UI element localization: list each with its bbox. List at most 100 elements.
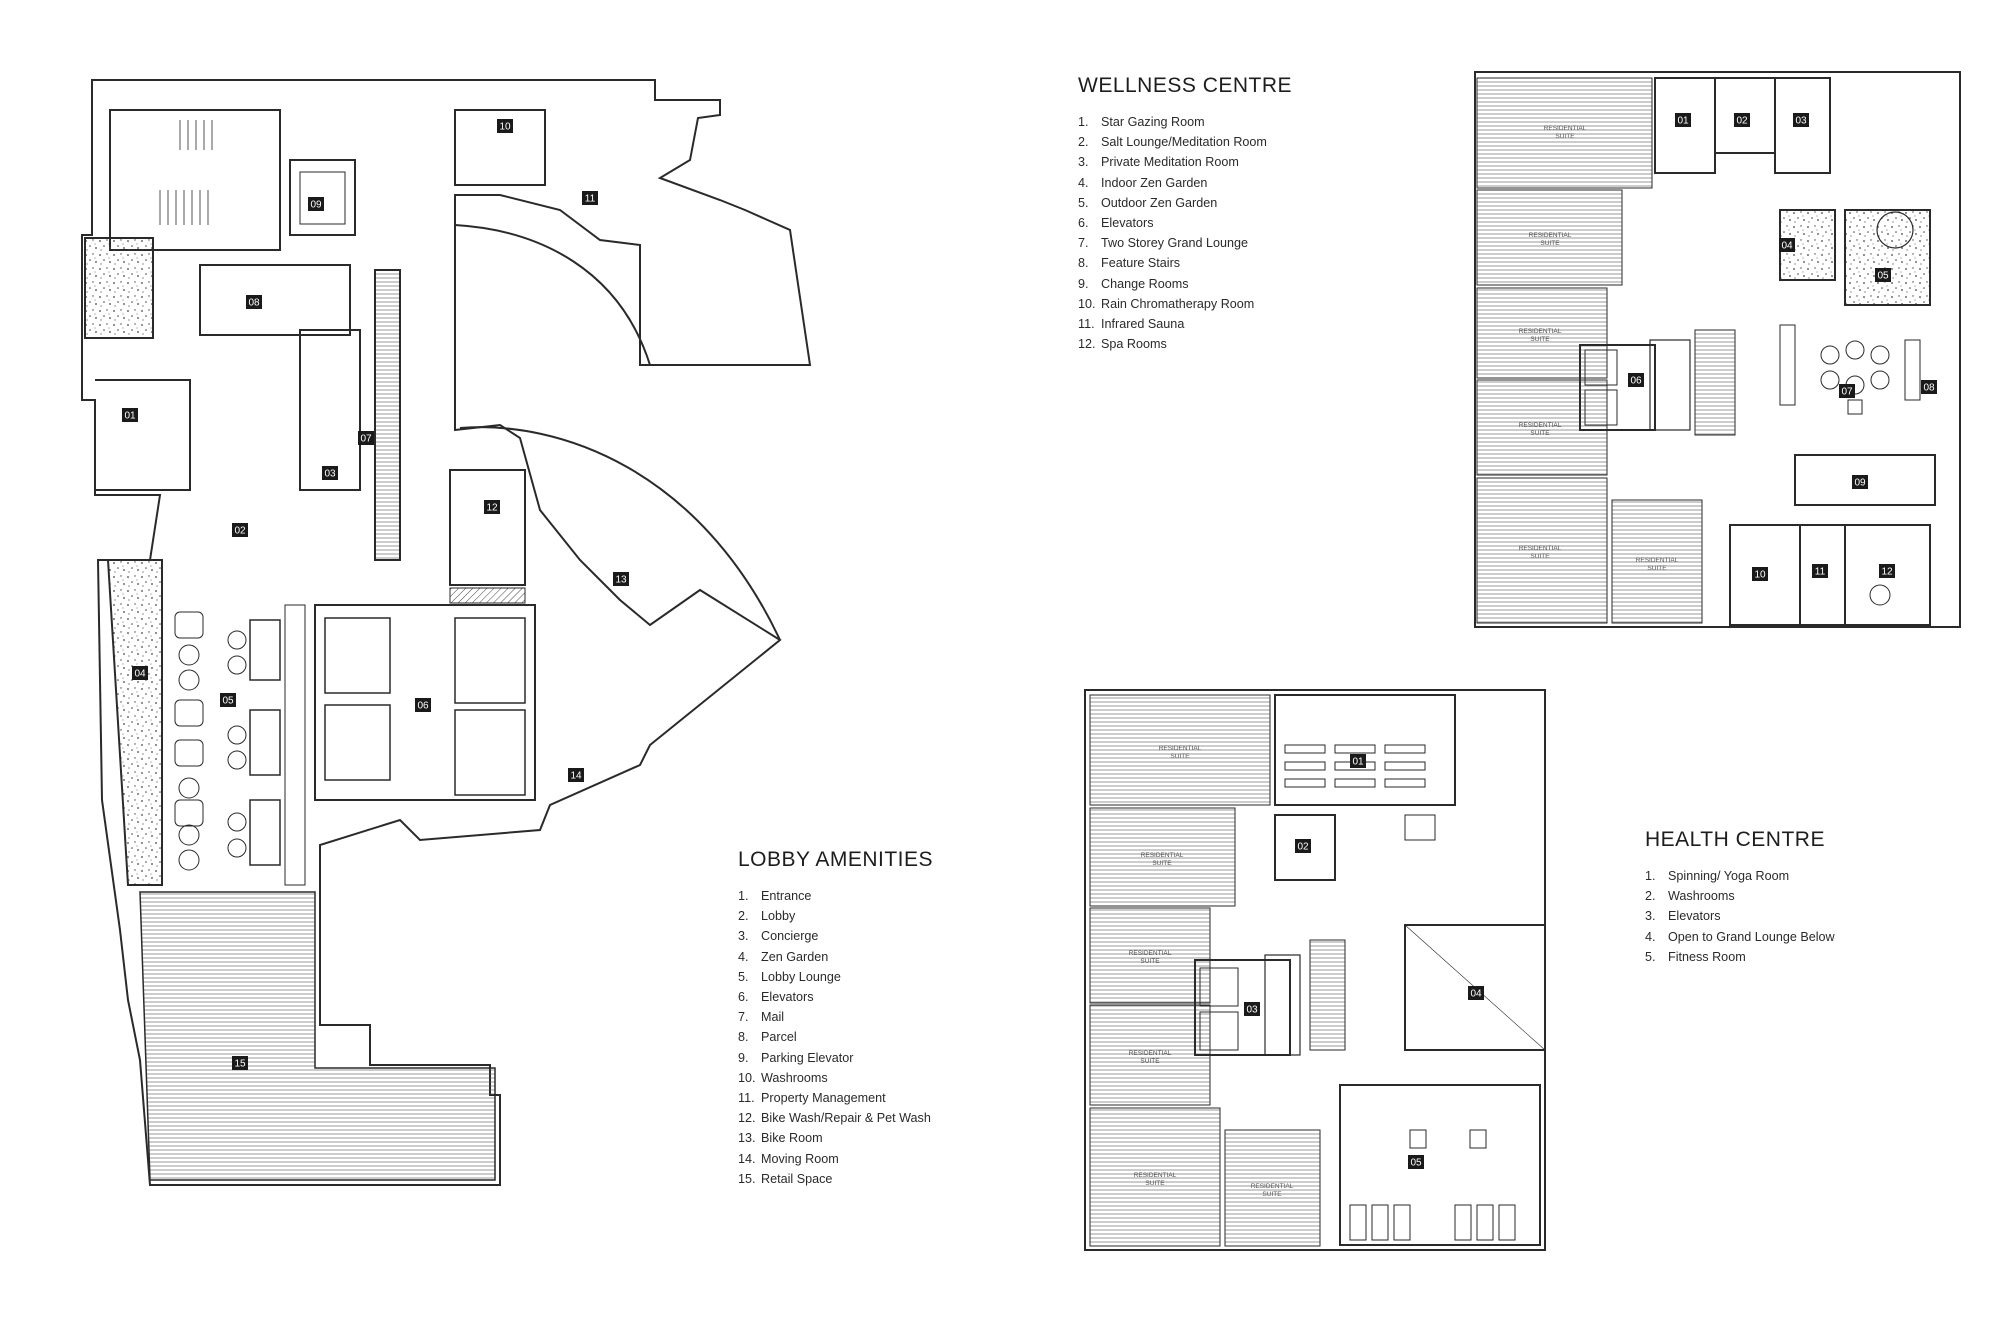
health-legend-item: 1.Spinning/ Yoga Room xyxy=(1645,866,1835,886)
legend-item-number: 11. xyxy=(738,1091,755,1106)
legend-item-label: Star Gazing Room xyxy=(1101,115,1205,129)
lobby-lounge-seating xyxy=(174,604,306,886)
lobby-outer-wall xyxy=(81,79,812,1186)
room-tag-number: 02 xyxy=(1297,842,1309,853)
room-tag-number: 13 xyxy=(615,575,627,586)
room-tag-number: 11 xyxy=(585,194,596,205)
lobby-room-tag: 09 xyxy=(308,197,324,211)
open-to-lounge xyxy=(1404,924,1546,1051)
wellness-room-tag: 04 xyxy=(1779,238,1795,252)
legend-item-label: Indoor Zen Garden xyxy=(1101,175,1208,190)
wellness-title: WELLNESS CENTRE xyxy=(1078,74,1293,97)
wellness-plan xyxy=(1474,71,1961,628)
legend-item-number: 6. xyxy=(1078,216,1089,231)
feature-stairs xyxy=(1694,329,1736,436)
health-legend-item: 2.Washrooms xyxy=(1645,886,1835,906)
lobby-legend-item: 5.Lobby Lounge xyxy=(738,967,933,987)
health-room-tag: 05 xyxy=(1408,1155,1424,1169)
elevator-4 xyxy=(454,709,526,796)
spa-rooms xyxy=(1844,524,1931,626)
legend-item-label: Feature Stairs xyxy=(1101,256,1181,271)
room-tag-number: 03 xyxy=(1795,116,1807,127)
wellness-room-tag: 03 xyxy=(1793,113,1809,127)
legend-item-label: Elevators xyxy=(761,990,814,1005)
curve-wall-upper xyxy=(454,224,651,366)
health-room-tag: 03 xyxy=(1244,1002,1260,1016)
legend-item-label: Elevators xyxy=(1668,909,1721,924)
room-tag-number: 11 xyxy=(1815,567,1826,578)
legend-item-label: Spinning/ Yoga Room xyxy=(1668,869,1790,883)
lobby-legend-item: 6.Elevators xyxy=(738,987,933,1007)
legend-item-label: Change Rooms xyxy=(1101,276,1189,291)
lobby-room-tag: 05 xyxy=(220,693,236,707)
fitness-room xyxy=(1339,1084,1541,1246)
lobby-legend-item: 1.Entrance xyxy=(738,886,933,906)
room-tag-number: 01 xyxy=(1677,116,1689,127)
legend-item-number: 9. xyxy=(1078,276,1089,291)
lobby-room-tag: 12 xyxy=(484,500,500,514)
lobby-room-tag: 14 xyxy=(568,768,584,782)
lobby-room-tag: 13 xyxy=(613,572,629,586)
legend-item-number: 7. xyxy=(1078,236,1089,251)
room-tag-number: 14 xyxy=(570,771,582,782)
legend-item-number: 2. xyxy=(738,909,749,924)
room-tag-number: 08 xyxy=(248,298,260,309)
legend-item-number: 4. xyxy=(738,949,749,964)
health-room-tag: 01 xyxy=(1350,754,1366,768)
room-tag-number: 07 xyxy=(1841,387,1853,398)
room-tag-number: 05 xyxy=(222,696,234,707)
grand-lounge-furniture xyxy=(1779,324,1921,415)
legend-item-label: Mail xyxy=(761,1010,785,1025)
wellness-legend-item: 5.Outdoor Zen Garden xyxy=(1078,193,1292,213)
legend-item-label: Infrared Sauna xyxy=(1101,317,1185,332)
legend-item-label: Spa Rooms xyxy=(1101,337,1167,352)
elevator-core xyxy=(314,604,536,801)
lobby-legend-item: 7.Mail xyxy=(738,1007,933,1027)
legend-item-label: Entrance xyxy=(761,889,812,903)
legend-item-number: 5. xyxy=(1645,949,1656,964)
legend-item-label: Parking Elevator xyxy=(761,1050,854,1065)
elevator-1 xyxy=(324,617,391,694)
room-tag-number: 12 xyxy=(1881,567,1893,578)
wellness-legend-item: 4. Indoor Zen Garden xyxy=(1078,173,1292,193)
room-tag-number: 10 xyxy=(499,122,511,133)
lobby-room-tag: 15 xyxy=(232,1056,248,1070)
wellness-room-tag: 08 xyxy=(1921,380,1937,394)
washroom-room xyxy=(454,109,546,186)
legend-item-number: 4. xyxy=(1645,929,1656,944)
room-tag-number: 05 xyxy=(1410,1158,1422,1169)
legend-item-number: 10. xyxy=(1078,296,1096,311)
retail-space xyxy=(139,891,496,1181)
wellness-legend-item: 6.Elevators xyxy=(1078,213,1292,233)
room-tag-number: 08 xyxy=(1923,383,1935,394)
legend-item-number: 3. xyxy=(738,929,749,944)
health-legend-item: 4.Open to Grand Lounge Below xyxy=(1645,927,1835,947)
room-tag-number: 07 xyxy=(360,434,372,445)
legend-item-label: Fitness Room xyxy=(1668,949,1746,964)
room-tag-number: 06 xyxy=(1630,376,1642,387)
health-legend-item: 3. Elevators xyxy=(1645,906,1835,926)
wellness-room-tag: 01 xyxy=(1675,113,1691,127)
legend-item-number: 4. xyxy=(1078,175,1089,190)
health-suites xyxy=(1089,694,1321,1247)
legend-item-number: 1. xyxy=(1078,115,1089,129)
room-tag-number: 04 xyxy=(1470,989,1482,1000)
legend-item-number: 3. xyxy=(1645,909,1656,924)
room-tag-number: 01 xyxy=(1352,757,1364,768)
legend-item-number: 12. xyxy=(738,1111,756,1126)
lobby-room-tag: 07 xyxy=(358,431,374,445)
wellness-legend-item: 3.Private Meditation Room xyxy=(1078,152,1292,172)
